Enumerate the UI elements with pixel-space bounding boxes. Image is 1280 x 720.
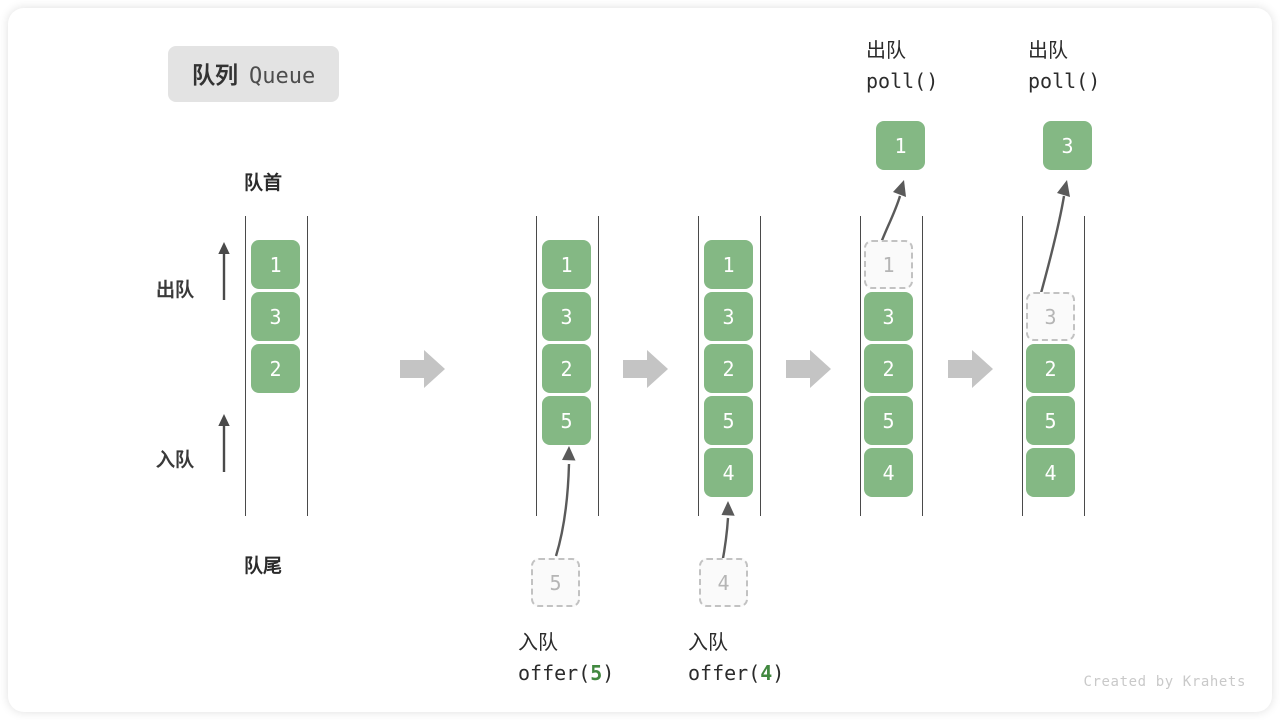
queue-cell: 2: [251, 344, 300, 393]
fn-close: ): [926, 69, 939, 94]
queue-rail-left-1: [245, 216, 246, 516]
queue-cells-4: 3 2 5 4: [864, 292, 913, 497]
ghost-cell-removed-3: 3: [1026, 292, 1075, 341]
queue-cell: 2: [704, 344, 753, 393]
queue-rail-right-4: [922, 216, 923, 516]
queue-cell: 3: [704, 292, 753, 341]
queue-head-label: 队首: [244, 173, 283, 194]
fn-name: offer(: [688, 661, 761, 686]
operation-label-offer-4: 入队 offer(4): [688, 628, 784, 689]
operation-label-cn: 入队: [688, 632, 728, 654]
operation-label-poll-3: 出队 poll(): [1028, 36, 1100, 97]
queue-cell: 5: [1026, 396, 1075, 445]
operation-label-cn: 入队: [518, 632, 558, 654]
queue-cell: 4: [864, 448, 913, 497]
fn-name: poll(: [1028, 69, 1089, 94]
transition-arrow-icon: [400, 350, 445, 388]
ghost-cell-incoming-4: 4: [699, 558, 748, 607]
diagram-card: 队列 Queue 队首 队尾 出队 入队 1 3 2 1 3 2 5 5: [8, 8, 1272, 712]
transition-arrow-icon: [948, 350, 993, 388]
operation-label-poll-1: 出队 poll(): [866, 36, 938, 97]
title-en: Queue: [249, 64, 316, 89]
watermark-credit: Created by Krahets: [1083, 674, 1246, 690]
enqueue-side-label: 入队: [156, 450, 195, 471]
dequeue-direction-arrow: [218, 242, 230, 300]
queue-rail-left-4: [860, 216, 861, 516]
operation-label-code: offer(4): [688, 658, 784, 688]
fn-close: ): [772, 661, 785, 686]
dequeue-extract-arrow-5: [1036, 180, 1070, 305]
enqueue-direction-arrow: [218, 414, 230, 472]
fn-close: ): [602, 661, 615, 686]
dequeue-side-label: 出队: [156, 280, 195, 301]
fn-name: offer(: [518, 661, 591, 686]
queue-cell: 3: [251, 292, 300, 341]
diagram-title-badge: 队列 Queue: [168, 46, 340, 102]
queue-cell: 1: [704, 240, 753, 289]
queue-cells-3: 1 3 2 5 4: [704, 240, 753, 497]
queue-rail-right-1: [307, 216, 308, 516]
fn-name: poll(: [866, 69, 927, 94]
queue-tail-label: 队尾: [244, 556, 283, 577]
transition-arrow-icon: [623, 350, 668, 388]
operation-label-cn: 出队: [866, 40, 906, 62]
ghost-cell-incoming-5: 5: [531, 558, 580, 607]
enqueue-insert-arrow-3: [720, 501, 735, 565]
polled-value-cell-1: 1: [876, 121, 925, 170]
queue-rail-right-2: [598, 216, 599, 516]
queue-cells-1: 1 3 2: [251, 240, 300, 393]
queue-rail-left-3: [698, 216, 699, 516]
operation-label-code: poll(): [1028, 66, 1100, 96]
fn-arg: 5: [590, 661, 603, 686]
queue-cell: 4: [1026, 448, 1075, 497]
title-cn: 队列: [192, 62, 238, 88]
operation-label-offer-5: 入队 offer(5): [518, 628, 614, 689]
queue-cell: 5: [864, 396, 913, 445]
queue-cell: 3: [864, 292, 913, 341]
transition-arrow-icon: [786, 350, 831, 388]
operation-label-cn: 出队: [1028, 40, 1068, 62]
operation-label-code: poll(): [866, 66, 938, 96]
queue-rail-left-2: [536, 216, 537, 516]
operation-label-code: offer(5): [518, 658, 614, 688]
queue-rail-left-5: [1022, 216, 1023, 516]
queue-cell-new: 5: [542, 396, 591, 445]
fn-arg: 4: [760, 661, 773, 686]
queue-cell: 1: [251, 240, 300, 289]
enqueue-insert-arrow-2: [554, 446, 576, 557]
queue-cell: 1: [542, 240, 591, 289]
ghost-cell-removed-1: 1: [864, 240, 913, 289]
queue-cell: 3: [542, 292, 591, 341]
queue-cell: 2: [864, 344, 913, 393]
polled-value-cell-3: 3: [1043, 121, 1092, 170]
queue-cells-5: 2 5 4: [1026, 344, 1075, 497]
queue-rail-right-3: [760, 216, 761, 516]
fn-close: ): [1088, 69, 1101, 94]
queue-cell: 5: [704, 396, 753, 445]
queue-cell-new: 4: [704, 448, 753, 497]
queue-cells-2: 1 3 2 5: [542, 240, 591, 445]
queue-rail-right-5: [1084, 216, 1085, 516]
queue-cell: 2: [542, 344, 591, 393]
queue-cell: 2: [1026, 344, 1075, 393]
